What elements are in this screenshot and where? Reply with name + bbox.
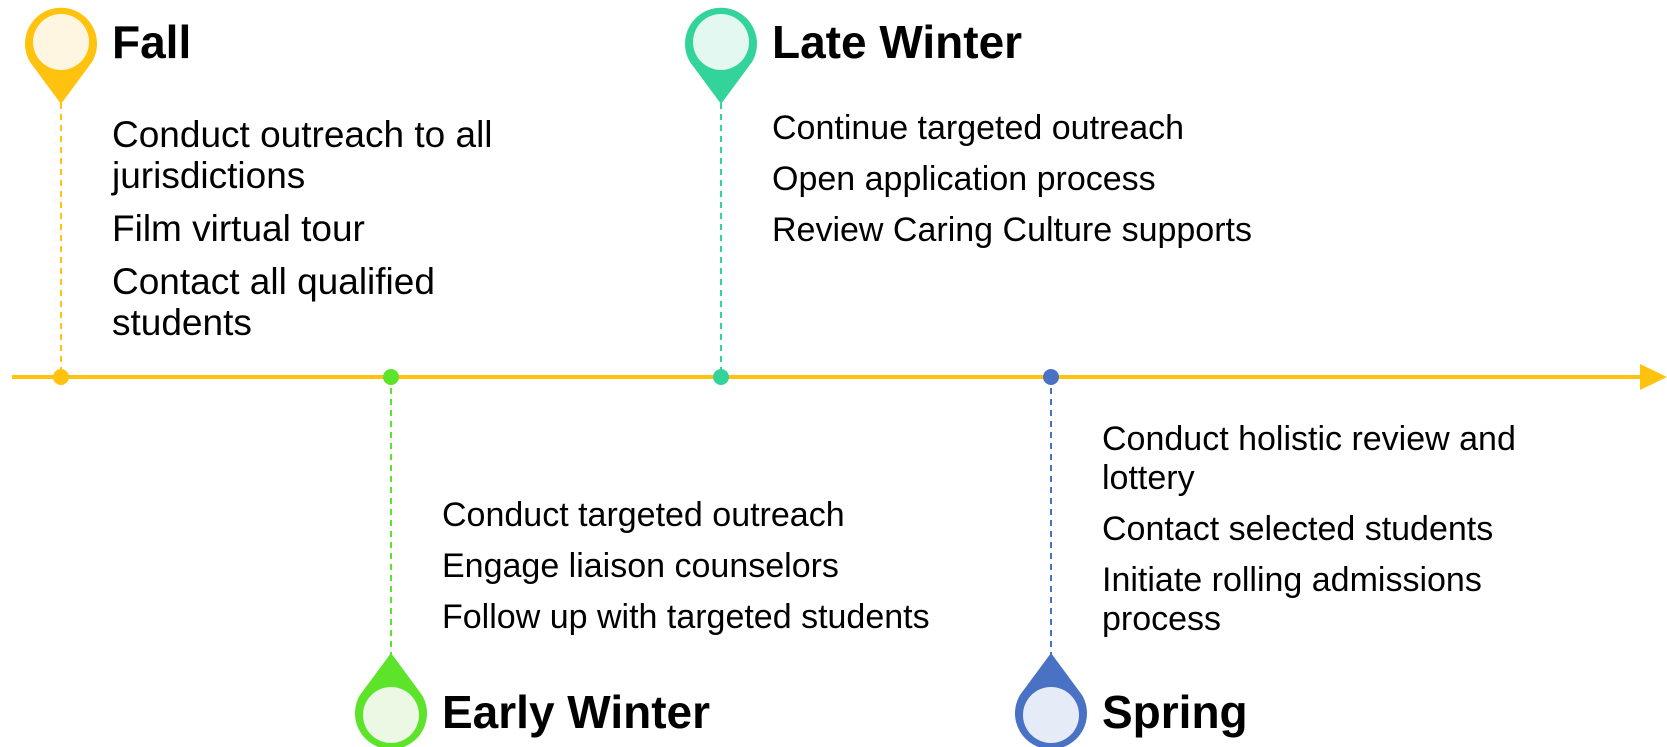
early-winter-item: Conduct targeted outreach: [442, 496, 845, 534]
spring-item: Conduct holistic review and lottery: [1102, 420, 1516, 497]
spring-pin-icon: [1015, 653, 1087, 747]
late-winter-items: Continue targeted outreach Open applicat…: [772, 109, 1372, 262]
fall-pin-icon: [25, 7, 98, 104]
late-winter-title: Late Winter: [772, 16, 1023, 68]
fall-item: Contact all qualified students: [112, 261, 435, 343]
fall-title: Fall: [112, 16, 192, 68]
spring-item: Contact selected students: [1102, 510, 1494, 548]
fall-item: Film virtual tour: [112, 208, 365, 249]
late-winter-item: Open application process: [772, 160, 1156, 198]
early-winter-item: Engage liaison counselors: [442, 547, 839, 585]
early-winter-item: Follow up with targeted students: [442, 598, 930, 636]
early-winter-items: Conduct targeted outreach Engage liaison…: [442, 496, 1042, 649]
timeline-arrowhead: [1640, 364, 1667, 390]
spring-item: Initiate rolling admissions process: [1102, 561, 1482, 638]
late-winter-item: Review Caring Culture supports: [772, 211, 1252, 249]
spring-items: Conduct holistic review and lottery Cont…: [1102, 420, 1572, 651]
early-winter-title: Early Winter: [442, 686, 711, 738]
spring-title: Spring: [1102, 686, 1248, 738]
fall-items: Conduct outreach to all jurisdictions Fi…: [112, 114, 572, 355]
late-winter-item: Continue targeted outreach: [772, 109, 1185, 147]
fall-item: Conduct outreach to all jurisdictions: [112, 114, 493, 196]
fall-axis-dot: [53, 369, 69, 385]
late-winter-pin-icon: [684, 7, 757, 104]
spring-axis-dot: [1043, 369, 1059, 385]
early-winter-pin-icon: [355, 653, 427, 747]
early-winter-axis-dot: [383, 369, 399, 385]
late-winter-axis-dot: [713, 369, 729, 385]
